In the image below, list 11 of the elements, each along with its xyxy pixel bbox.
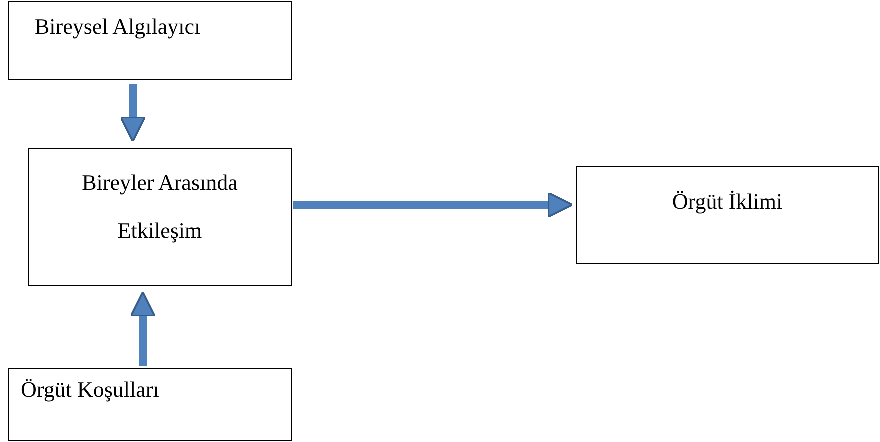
text-box bbox=[8, 1, 292, 80]
box-label: Bireyler Arasında Etkileşim bbox=[81, 169, 239, 245]
block-arrow bbox=[293, 192, 574, 218]
box-label: Örgüt Koşulları bbox=[21, 376, 160, 404]
box-label: Bireysel Algılayıcı bbox=[35, 13, 201, 41]
text-box bbox=[8, 368, 292, 441]
block-arrow bbox=[130, 291, 156, 366]
block-arrow bbox=[120, 84, 146, 143]
box-label: Örgüt İklimi bbox=[672, 188, 783, 216]
text-box bbox=[576, 166, 879, 264]
text-box bbox=[28, 148, 292, 286]
